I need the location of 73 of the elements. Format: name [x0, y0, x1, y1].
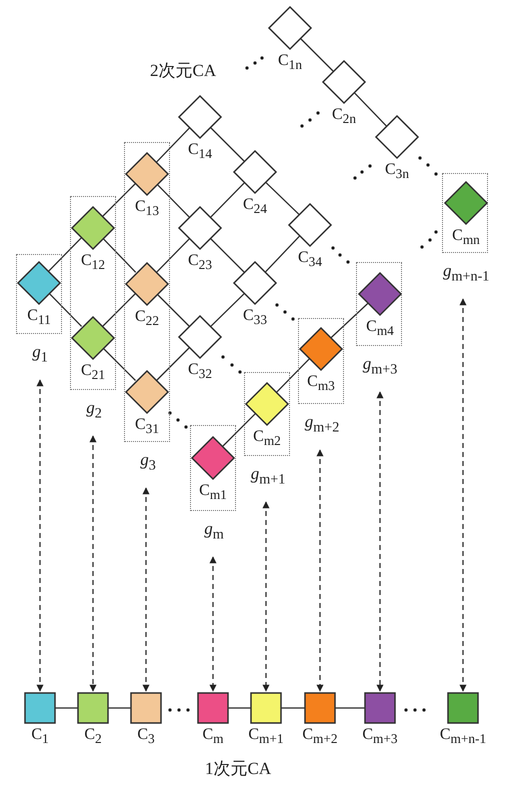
cell-label: C$_{31}$ — [134, 416, 160, 438]
cell-label: C$_{m2}$ — [252, 428, 282, 450]
connector-line — [210, 182, 246, 218]
connector-line — [55, 707, 78, 709]
connector-line — [156, 238, 190, 273]
arrow — [316, 449, 324, 692]
connector-line — [264, 235, 300, 273]
group-label: g$_{1}$ — [31, 343, 49, 366]
cell-label: C$_{14}$ — [187, 141, 213, 164]
connector-line — [222, 413, 256, 447]
cell-label: C$_{24}$ — [242, 196, 268, 218]
cell-label: C$_{m+n-1}$ — [438, 726, 488, 748]
connector-line — [210, 127, 245, 162]
cell-label: C$_{m+2}$ — [301, 726, 339, 748]
connector-line — [102, 347, 136, 381]
cell-label: C$_{2n}$ — [331, 106, 357, 128]
cell-label: C$_{m+3}$ — [361, 726, 399, 748]
group-label: g$_{m+2}$ — [304, 413, 340, 436]
cell-label: C$_{33}$ — [242, 307, 268, 330]
cell-label: C$_{m3}$ — [306, 373, 336, 396]
group-label: g$_{m+3}$ — [362, 355, 398, 378]
arrow — [90, 435, 96, 692]
connector-line — [156, 127, 190, 163]
connector-line — [354, 92, 388, 127]
cell-label: C$_{m1}$ — [198, 482, 228, 504]
cell-label: C$_{3n}$ — [384, 161, 410, 184]
connector-line — [210, 292, 245, 328]
connector-line — [210, 238, 245, 273]
connector-line — [300, 38, 334, 72]
caption-text: 1次元CA — [205, 760, 272, 778]
cell-label: C$_{3}$ — [136, 726, 156, 748]
connector-line — [228, 707, 251, 709]
arrow — [142, 487, 150, 692]
cell-label: C$_{23}$ — [187, 252, 213, 274]
cell-label: C$_{mn}$ — [451, 227, 481, 250]
group-label: g$_{m}$ — [203, 520, 225, 544]
arrow — [210, 556, 216, 692]
cell-label: C$_{m}$ — [201, 726, 225, 748]
cell-label: C$_{m+1}$ — [247, 726, 285, 748]
cell-label: C$_{1}$ — [30, 726, 50, 748]
cell-label: C$_{m4}$ — [365, 318, 395, 340]
caption-text: 2次元CA — [150, 62, 216, 80]
cell-label: C$_{34}$ — [297, 249, 323, 272]
connector-line — [276, 358, 310, 393]
connector-line — [330, 302, 369, 338]
connector-line — [156, 183, 190, 218]
arrow — [376, 391, 384, 692]
group-label: g$_{3}$ — [139, 451, 157, 474]
connector-line — [156, 347, 190, 381]
arrow — [36, 379, 44, 692]
connector-line — [335, 707, 365, 709]
group-label: g$_{m+n-1}$ — [443, 262, 489, 286]
cell-label: C$_{11}$ — [26, 307, 52, 330]
group-label: g$_{2}$ — [85, 399, 103, 422]
arrow — [460, 298, 466, 692]
arrow — [262, 501, 270, 692]
connector-line — [102, 293, 136, 327]
cell-label: C$_{12}$ — [80, 252, 106, 274]
cell-label: C$_{1n}$ — [277, 52, 303, 74]
cell-label: C$_{22}$ — [134, 308, 160, 330]
cell-label: C$_{21}$ — [80, 362, 106, 384]
connector-line — [156, 293, 190, 327]
connector-line — [108, 707, 131, 709]
cell-label: C$_{13}$ — [134, 198, 160, 220]
connector-line — [48, 292, 82, 327]
cell-label: C$_{32}$ — [187, 361, 213, 384]
connector-line — [102, 183, 136, 217]
connector-line — [281, 707, 305, 709]
cell-label: C$_{2}$ — [83, 726, 103, 748]
connector-line — [102, 237, 136, 273]
group-label: g$_{m+1}$ — [250, 465, 286, 488]
connector-line — [265, 182, 300, 216]
connector-line — [48, 237, 82, 272]
